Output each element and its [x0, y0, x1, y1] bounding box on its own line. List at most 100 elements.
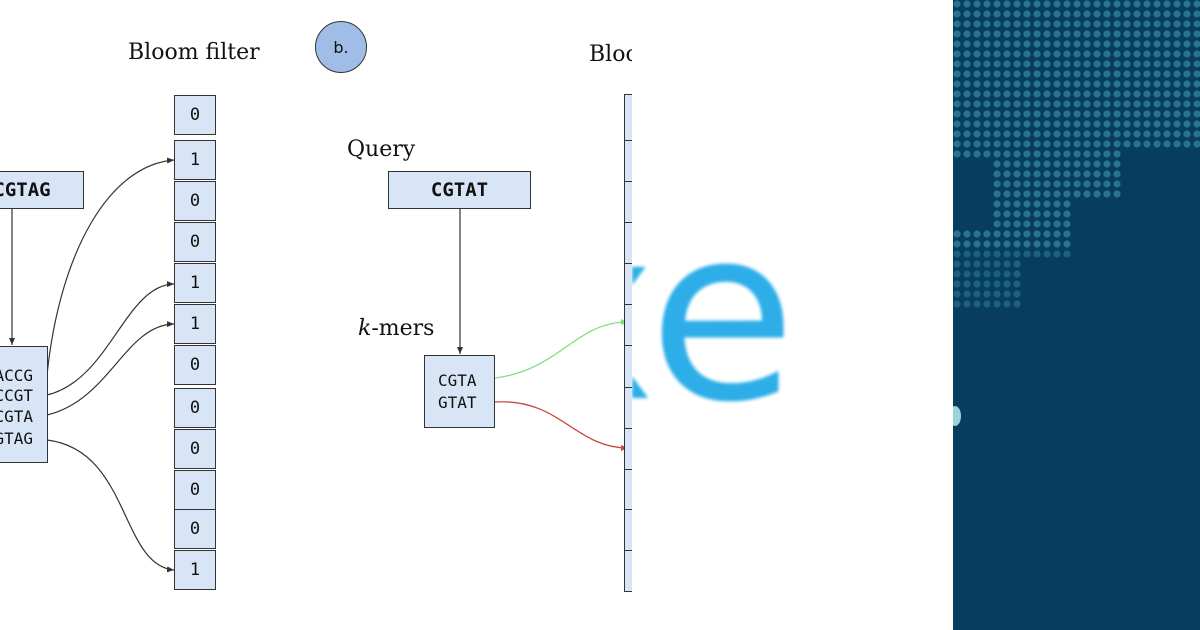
map-dot	[1113, 160, 1121, 168]
map-dot	[1023, 110, 1031, 118]
map-dot	[983, 0, 991, 8]
map-dot	[1153, 0, 1161, 8]
map-dot	[1113, 120, 1121, 128]
map-dot	[1093, 130, 1101, 138]
map-dot	[1123, 100, 1131, 108]
map-dot	[1063, 220, 1071, 228]
kmer-item: ACCG	[0, 366, 33, 385]
map-dot	[1083, 10, 1091, 18]
map-dot	[973, 150, 981, 158]
map-dot	[1053, 190, 1061, 198]
map-dot	[953, 50, 961, 58]
map-dot	[983, 250, 991, 258]
map-dot	[1013, 280, 1021, 288]
map-dot	[1103, 40, 1111, 48]
map-dot	[1023, 150, 1031, 158]
map-dot	[1193, 130, 1200, 138]
map-dot	[1033, 60, 1041, 68]
map-dot	[1043, 70, 1051, 78]
map-dot	[1103, 190, 1111, 198]
map-dot	[1033, 160, 1041, 168]
map-dot	[1033, 200, 1041, 208]
bit-cell: 0	[174, 95, 216, 135]
map-dot	[1013, 220, 1021, 228]
map-dot	[1043, 20, 1051, 28]
map-dot	[1013, 70, 1021, 78]
map-dot	[1063, 150, 1071, 158]
map-dot	[1053, 230, 1061, 238]
map-dot	[1163, 30, 1171, 38]
map-dot	[973, 80, 981, 88]
brand-logo-area: xe	[632, 0, 953, 630]
map-dot	[1033, 240, 1041, 248]
map-dot	[973, 20, 981, 28]
map-dot	[1153, 30, 1161, 38]
map-dot	[1113, 50, 1121, 58]
map-dot	[1003, 130, 1011, 138]
map-dot	[983, 60, 991, 68]
bit-cell: 0	[174, 470, 216, 510]
map-dot	[1173, 10, 1181, 18]
map-dot	[1093, 20, 1101, 28]
map-dot	[953, 30, 961, 38]
map-dot	[1113, 180, 1121, 188]
map-dot	[953, 250, 961, 258]
map-dot	[1053, 170, 1061, 178]
map-dot	[963, 70, 971, 78]
map-dot	[1053, 70, 1061, 78]
map-dot	[1023, 170, 1031, 178]
map-dot	[1043, 160, 1051, 168]
map-dot	[1043, 250, 1051, 258]
map-dot	[953, 60, 961, 68]
map-dot	[1133, 10, 1141, 18]
map-dot	[1013, 160, 1021, 168]
map-dot	[1003, 280, 1011, 288]
map-dot	[1053, 210, 1061, 218]
map-dot	[1033, 210, 1041, 218]
map-dot	[1113, 40, 1121, 48]
map-dot	[1193, 90, 1200, 98]
map-dot	[1123, 10, 1131, 18]
map-dot	[1113, 150, 1121, 158]
map-dot	[1143, 90, 1151, 98]
map-dot	[1183, 110, 1191, 118]
map-dot	[1173, 110, 1181, 118]
bit-cell: 0	[174, 222, 216, 262]
map-dot	[1003, 250, 1011, 258]
map-dot	[963, 150, 971, 158]
map-dot	[973, 110, 981, 118]
map-dot	[1043, 180, 1051, 188]
map-dot	[1093, 110, 1101, 118]
map-dot	[993, 0, 1001, 8]
map-dot	[1083, 110, 1091, 118]
map-dot	[953, 230, 961, 238]
map-dot	[1063, 10, 1071, 18]
map-dot	[1133, 50, 1141, 58]
map-dot	[1193, 30, 1200, 38]
map-dot	[1023, 240, 1031, 248]
kmers-label-rest: -mers	[371, 316, 435, 341]
map-dot	[1123, 90, 1131, 98]
map-dot	[1023, 180, 1031, 188]
map-dot	[1103, 100, 1111, 108]
map-dot	[963, 90, 971, 98]
bit-cell: 1	[174, 140, 216, 180]
kmer-arrow-b-green	[494, 319, 629, 379]
map-dot	[1193, 100, 1200, 108]
map-dot	[1123, 110, 1131, 118]
map-dot	[963, 110, 971, 118]
map-dot	[1013, 290, 1021, 298]
map-dot	[993, 170, 1001, 178]
map-dot	[1103, 10, 1111, 18]
map-dot	[993, 50, 1001, 58]
map-dot	[1173, 80, 1181, 88]
bit-cell: 0	[174, 509, 216, 549]
map-dot	[1073, 40, 1081, 48]
map-dot	[983, 100, 991, 108]
map-dot	[1023, 190, 1031, 198]
map-dot	[1133, 140, 1141, 148]
map-dot	[1003, 40, 1011, 48]
map-dot	[1003, 60, 1011, 68]
map-dot	[1023, 230, 1031, 238]
